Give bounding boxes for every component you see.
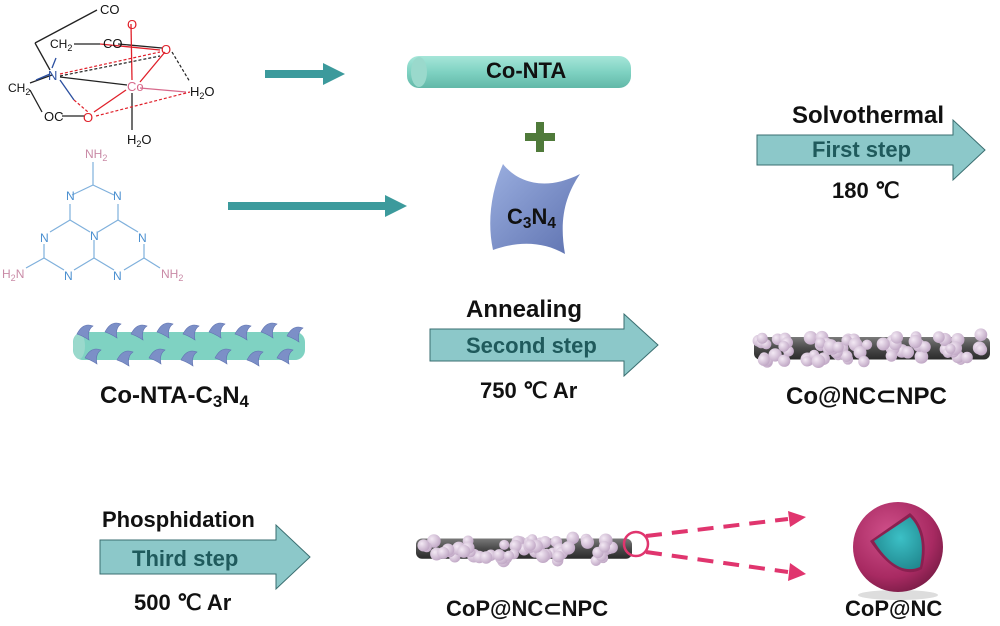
nanoparticle <box>919 341 931 353</box>
co-nta-rod <box>407 56 631 88</box>
co-nc-npc-label: Co@NC⊂NPC <box>786 383 947 410</box>
co-nta-c3n4-label: Co-NTA-C3N4 <box>100 382 249 412</box>
nanoparticle <box>493 549 506 561</box>
nanoparticle <box>803 330 818 345</box>
nanoparticle <box>777 354 791 367</box>
step3-method: Phosphidation <box>102 507 255 532</box>
melem-amine-left: H2N <box>2 267 24 283</box>
atom-co-top: CO <box>100 2 120 17</box>
atom-o-top: O <box>127 17 137 32</box>
co-nta-label: Co-NTA <box>486 58 567 83</box>
nanoparticle <box>961 351 973 364</box>
nanoparticle <box>801 356 813 367</box>
atom-h2o-right: H2O <box>190 84 215 101</box>
plus-icon <box>525 122 555 152</box>
nanoparticle <box>975 343 988 356</box>
nanoparticle <box>561 541 576 555</box>
step1-condition: 180 ℃ <box>832 178 900 203</box>
nanoparticle <box>417 539 430 552</box>
nanoparticle <box>853 345 867 359</box>
step2-method: Annealing <box>466 296 583 323</box>
step2-label: Second step <box>466 333 597 358</box>
c3n4-sheet <box>490 164 580 254</box>
nanoparticle <box>536 549 550 563</box>
nanoparticle <box>811 354 826 369</box>
nanoparticle <box>832 341 844 353</box>
cop-nc-particle <box>853 502 943 600</box>
nanoparticle <box>566 531 580 545</box>
atom-oc-bottom: OC <box>44 109 64 124</box>
cop-nc-npc-rod <box>416 531 632 568</box>
nanoparticle <box>598 541 611 553</box>
nanoparticle <box>552 550 565 563</box>
c3n4-label: C3N4 <box>507 204 556 232</box>
atom-cobalt: Co <box>127 79 144 94</box>
melem-amine-top: NH2 <box>85 147 107 163</box>
nanoparticle <box>757 353 770 366</box>
melem-n: N <box>66 189 75 203</box>
nanoparticle <box>890 331 904 344</box>
step1-label: First step <box>812 137 912 162</box>
nanoparticle <box>908 334 923 349</box>
nanoparticle <box>914 349 929 364</box>
step3-condition: 500 ℃ Ar <box>134 590 232 615</box>
nanoparticle <box>503 550 514 561</box>
nanoparticle <box>457 544 471 558</box>
arrow-to-co-nta-icon <box>265 63 345 85</box>
nanoparticle <box>815 337 826 349</box>
cop-nc-label: CoP@NC <box>845 596 943 621</box>
nanoparticle <box>581 535 595 549</box>
nanoparticle <box>524 539 536 551</box>
dashed-arrow-upper <box>645 517 789 538</box>
cop-nc-npc-label: CoP@NC⊂NPC <box>446 596 609 621</box>
atom-h2o-bottom: H2O <box>127 132 152 149</box>
melem-n: N <box>40 231 49 245</box>
dashed-arrow-lower <box>645 550 789 574</box>
step1-arrow <box>756 118 986 182</box>
arrowhead-upper-icon <box>788 511 806 527</box>
nanoparticle <box>479 551 493 564</box>
atom-co-mid: CO <box>103 36 123 51</box>
nanoparticle <box>945 343 956 354</box>
step3-label: Third step <box>132 546 239 571</box>
nanoparticle <box>509 539 522 553</box>
nanoparticle <box>885 350 898 362</box>
co-nta-complex-structure: CO O CH2 CO O N Co H2O CH2 OC O H2O <box>8 2 215 149</box>
nanoparticle <box>861 339 873 350</box>
nanoparticle <box>499 539 510 550</box>
step1-method: Solvothermal <box>792 102 945 129</box>
nanoparticle <box>932 331 945 344</box>
co-nta-c3n4-rod <box>73 322 305 367</box>
nanoparticle <box>858 355 870 368</box>
melem-structure: N N N N N N N NH2 H2N NH2 <box>2 147 183 283</box>
zoom-in-callout <box>622 511 806 581</box>
co-nc-npc-rod <box>752 328 990 369</box>
step2-arrow <box>429 312 659 377</box>
arrow-to-c3n4-icon <box>228 195 407 217</box>
step2-condition: 750 ℃ Ar <box>480 378 578 403</box>
nanoparticle <box>437 546 450 559</box>
nanoparticle <box>876 337 890 351</box>
atom-n: N <box>48 68 57 83</box>
nanoparticle <box>756 332 768 344</box>
nanoparticle <box>840 350 853 362</box>
melem-amine-right: NH2 <box>161 267 183 283</box>
atom-o-right: O <box>161 42 171 57</box>
melem-n: N <box>138 231 147 245</box>
step3-arrow <box>99 523 311 591</box>
nanoparticle <box>778 341 790 352</box>
melem-n: N <box>90 229 99 243</box>
arrowhead-lower-icon <box>788 563 806 581</box>
highlight-circle <box>622 530 650 558</box>
atom-ch2-left: CH2 <box>8 81 30 97</box>
melem-n: N <box>64 269 73 283</box>
atom-o-bottom: O <box>83 110 93 125</box>
atom-ch2-top: CH2 <box>50 37 72 53</box>
nanoparticle <box>974 328 988 342</box>
nanoparticle <box>901 346 915 359</box>
melem-n: N <box>113 269 122 283</box>
melem-n: N <box>113 189 122 203</box>
